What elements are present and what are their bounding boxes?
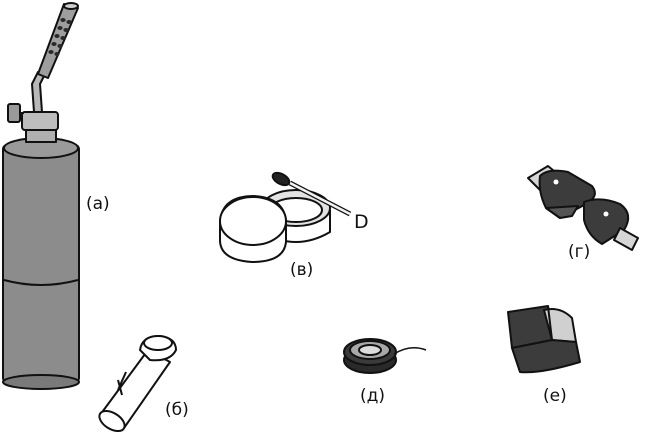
copper-tube — [98, 335, 177, 433]
flux-tin — [219, 171, 352, 263]
label-flux-tin: (в) — [290, 260, 314, 280]
solder-spool — [343, 338, 427, 374]
label-solder-spool: (д) — [360, 386, 386, 406]
metal-clips — [527, 165, 639, 251]
gas-torch — [2, 2, 80, 390]
label-torch: (а) — [86, 194, 110, 214]
label-tape: (е) — [543, 386, 567, 406]
label-brush-marker: D — [354, 211, 369, 233]
label-tube: (б) — [165, 400, 189, 420]
label-clips: (г) — [568, 242, 591, 262]
tape-roll — [507, 305, 581, 374]
